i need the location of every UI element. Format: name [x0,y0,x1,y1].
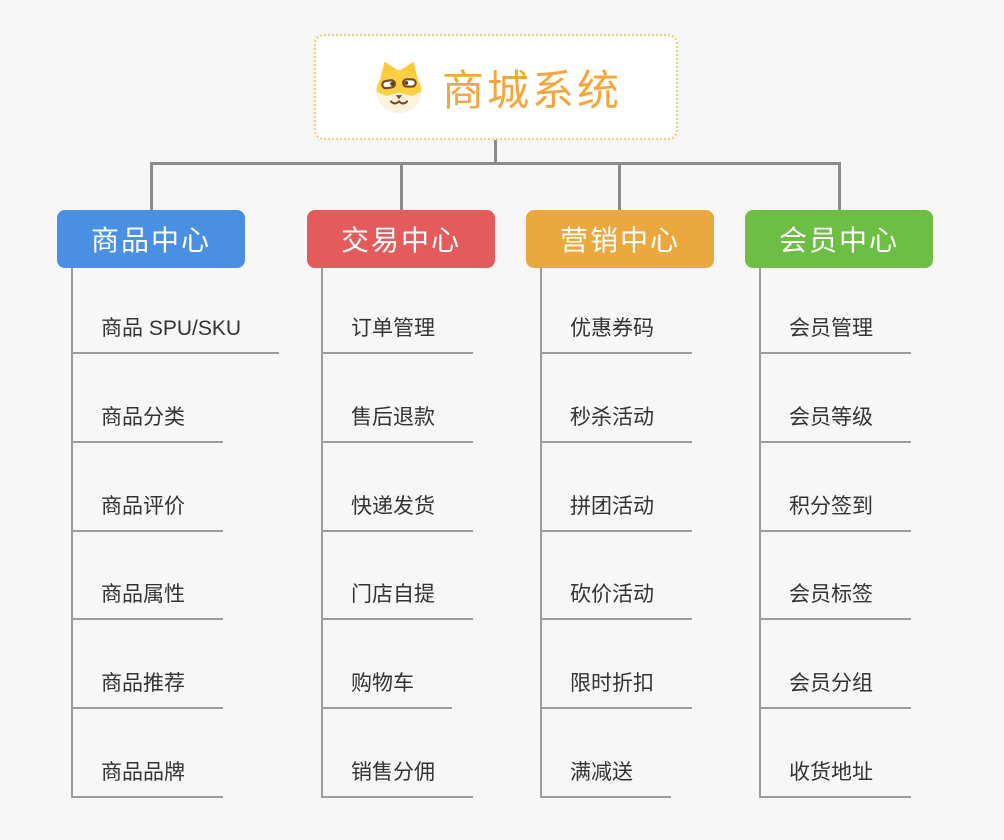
child-node[interactable]: 售后退款 [323,405,473,443]
child-node[interactable]: 商品评价 [73,494,223,532]
child-node[interactable]: 会员管理 [761,316,911,354]
connector-drop-marketing [618,162,621,210]
child-node[interactable]: 会员标签 [761,582,911,620]
connector-drop-product [150,162,153,210]
child-node[interactable]: 商品属性 [73,582,223,620]
child-node[interactable]: 拼团活动 [542,494,692,532]
child-node[interactable]: 会员分组 [761,671,911,709]
child-node[interactable]: 秒杀活动 [542,405,692,443]
child-node[interactable]: 销售分佣 [323,760,473,798]
child-node[interactable]: 商品分类 [73,405,223,443]
branch-node-member-center[interactable]: 会员中心 [745,210,933,268]
child-node[interactable]: 满减送 [542,760,671,798]
child-node[interactable]: 订单管理 [323,316,473,354]
child-node[interactable]: 快递发货 [323,494,473,532]
root-node[interactable]: 商城系统 [314,34,678,140]
child-node[interactable]: 商品品牌 [73,760,223,798]
child-node[interactable]: 收货地址 [761,760,911,798]
child-node[interactable]: 商品 SPU/SKU [73,316,280,354]
branch-children-member: 会员管理 会员等级 积分签到 会员标签 会员分组 收货地址 [759,268,911,798]
branch-children-trade: 订单管理 售后退款 快递发货 门店自提 购物车 销售分佣 [321,268,473,798]
branch-children-product: 商品 SPU/SKU 商品分类 商品评价 商品属性 商品推荐 商品品牌 [71,268,280,798]
child-node[interactable]: 会员等级 [761,405,911,443]
child-node[interactable]: 积分签到 [761,494,911,532]
connector-drop-trade [400,162,403,210]
branch-node-marketing-center[interactable]: 营销中心 [526,210,714,268]
child-node[interactable]: 门店自提 [323,582,473,620]
child-node[interactable]: 商品推荐 [73,671,223,709]
branch-children-marketing: 优惠券码 秒杀活动 拼团活动 砍价活动 限时折扣 满减送 [540,268,692,798]
branch-node-product-center[interactable]: 商品中心 [57,210,245,268]
child-node[interactable]: 购物车 [323,671,452,709]
dog-icon [370,59,428,115]
connector-root-stub [494,140,497,164]
branch-node-trade-center[interactable]: 交易中心 [307,210,495,268]
child-node[interactable]: 限时折扣 [542,671,692,709]
root-title: 商城系统 [441,66,622,114]
connector-drop-member [838,162,841,210]
child-node[interactable]: 砍价活动 [542,582,692,620]
child-node[interactable]: 优惠券码 [542,316,692,354]
connector-horizontal [150,162,840,165]
